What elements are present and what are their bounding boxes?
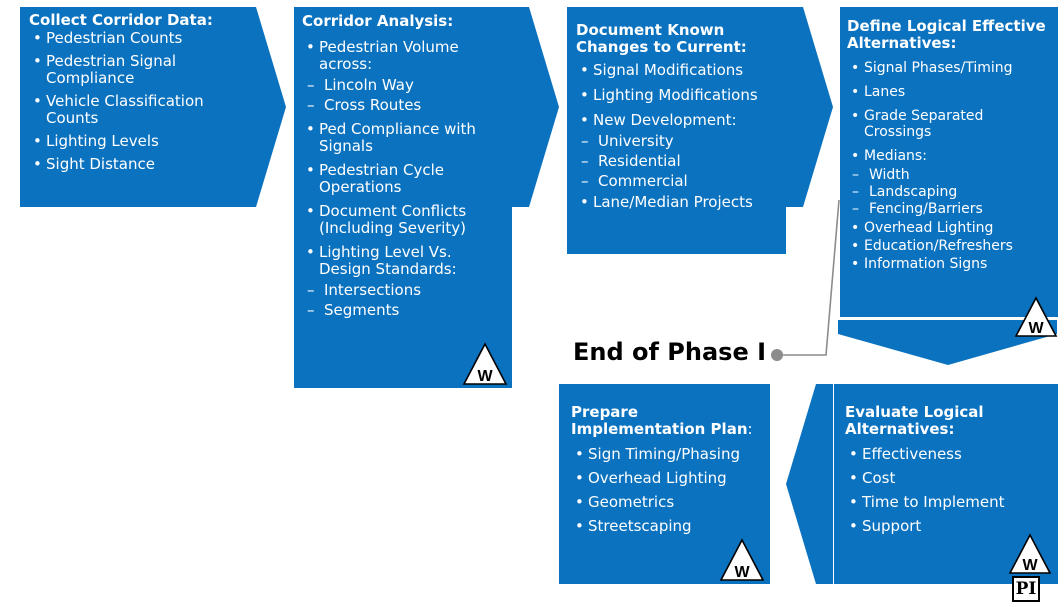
badge-label: W [1028,320,1044,337]
list-item: Signal Modifications [576,62,778,80]
list-item: Lane/Median Projects [576,194,778,212]
box-title: Corridor Analysis: [302,12,454,30]
list-item: Streetscaping [571,518,764,536]
list-item: Cost [845,470,1050,488]
sub-list-item: Fencing/Barriers [847,201,1052,217]
list-item: Sight Distance [29,156,231,174]
workshop-badge-evaluate: W [1008,533,1052,574]
list-item: Pedestrian Signal Compliance [29,53,231,87]
list-item: Geometrics [571,494,764,512]
arrow-evaluate-to-prepare [786,384,833,584]
define-alternatives-box: Define Logical Effective Alternatives: S… [840,7,1058,317]
list-item: Vehicle Classification Counts [29,93,231,127]
box-title-text: Prepare Implementation Plan [571,403,748,438]
list-item: New Development: [576,112,778,130]
sub-list-item: Residential [576,153,778,171]
phase-connector-line [771,200,840,361]
list-item: Pedestrian Counts [29,30,231,48]
list-item: Pedestrian Volume across: [302,39,504,73]
list-item: Time to Implement [845,494,1050,512]
list-item: Sign Timing/Phasing [571,446,764,464]
box-title: Document Known Changes to Current: [576,21,747,56]
workshop-badge-prepare: W [719,538,765,581]
evaluate-alternatives-box: Evaluate Logical Alternatives: Effective… [834,384,1058,584]
sub-list-item: Cross Routes [302,97,504,115]
list-item: Document Conflicts (Including Severity) [302,203,504,237]
arrow-analysis-to-document [512,7,559,207]
list-item: Signal Phases/Timing [847,60,1052,76]
list-item: Education/Refreshers [847,238,1052,254]
list-item: Overhead Lighting [571,470,764,488]
workshop-badge-define: W [1014,296,1058,337]
sub-list-item: Commercial [576,173,778,191]
sub-list-item: Lincoln Way [302,77,504,95]
box-title: Collect Corridor Data: [29,11,213,29]
box-title: Evaluate Logical Alternatives: [845,403,984,438]
public-involvement-badge: PI [1012,576,1040,602]
list-item: Lighting Level Vs. Design Standards: [302,244,504,278]
end-of-phase-label: End of Phase I [573,338,767,366]
arrow-collect-to-analysis [239,7,286,207]
prepare-implementation-plan-box: Prepare Implementation Plan: Sign Timing… [559,384,770,584]
list-item: Support [845,518,1050,536]
box-title: Define Logical Effective Alternatives: [847,17,1046,52]
sub-list-item: Intersections [302,282,504,300]
box-title-colon: : [747,420,753,438]
list-item: Effectiveness [845,446,1050,464]
list-item: Medians: [847,148,1052,164]
arrow-document-to-define [786,7,833,207]
sub-list-item: University [576,133,778,151]
sub-list-item: Landscaping [847,184,1052,200]
document-known-changes-box: Document Known Changes to Current: Signa… [567,7,786,254]
corridor-analysis-box: Corridor Analysis: Pedestrian Volume acr… [294,7,512,388]
list-item: Pedestrian Cycle Operations [302,162,504,196]
arrow-define-to-evaluate [838,320,1057,365]
list-item: Overhead Lighting [847,220,1052,236]
workshop-badge-analysis: W [462,342,508,385]
box-title: Prepare Implementation Plan: [571,404,764,438]
list-item: Lanes [847,84,1052,100]
list-item: Lighting Levels [29,133,231,151]
list-item: Grade Separated Crossings [847,108,1052,140]
list-item: Information Signs [847,256,1052,272]
list-item: Ped Compliance with Signals [302,121,504,155]
collect-corridor-data-box: Collect Corridor Data: Pedestrian Counts… [20,7,239,207]
badge-label: W [477,368,493,385]
list-item: Lighting Modifications [576,87,778,105]
badge-label: W [734,564,750,581]
badge-label: W [1022,557,1038,574]
sub-list-item: Width [847,167,1052,183]
sub-list-item: Segments [302,302,504,320]
